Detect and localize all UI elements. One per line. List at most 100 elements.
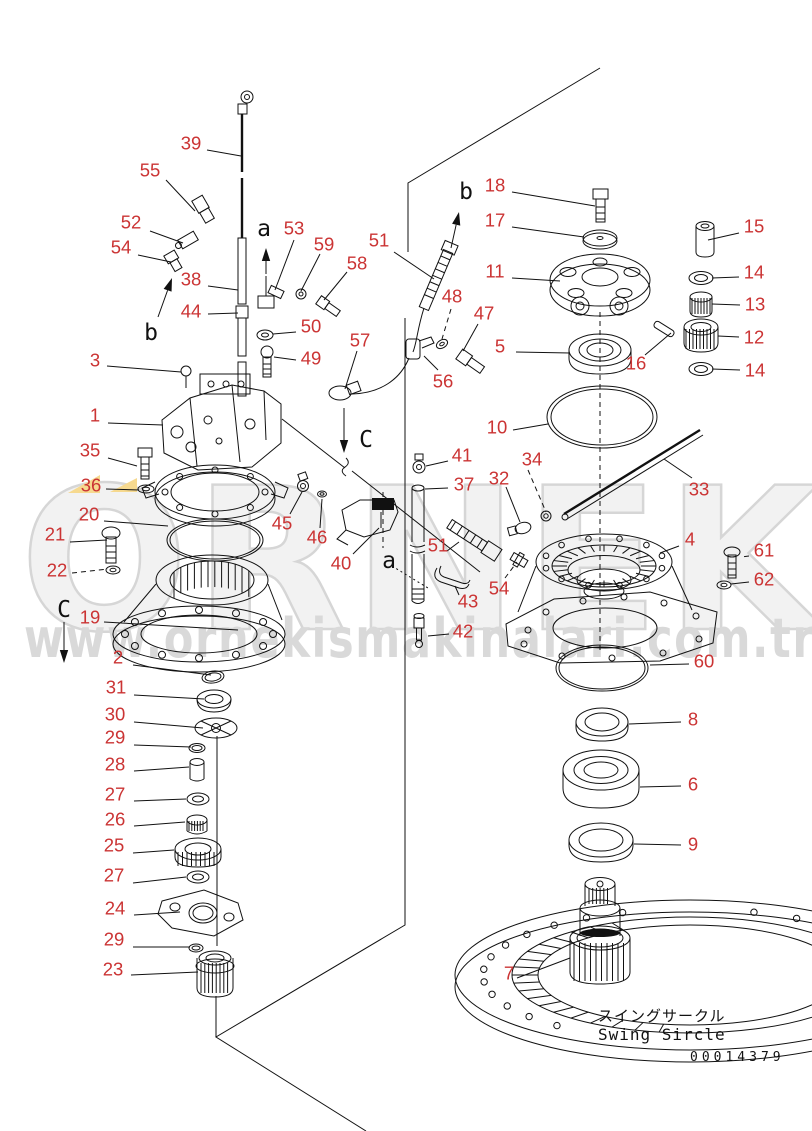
diagram-line [689,297,713,318]
callout-61: 61 [754,540,775,561]
callout-44: 44 [181,301,202,322]
diagram-line [170,472,260,512]
diagram-line [169,902,181,912]
bolt-hole [269,630,277,638]
diagram-line [281,418,346,469]
diagram-line [514,521,532,535]
diagram-line [424,255,451,299]
diagram-line [434,567,470,589]
diagram-line [412,453,426,474]
leader-lines [69,149,750,979]
swing-motor [101,365,289,575]
diagram-line [319,492,325,496]
bolt-hole [750,908,758,916]
hatch-line [567,550,579,557]
diagram-line [203,415,213,425]
diagram-line [405,336,435,360]
bolt-hole [520,640,528,648]
diagram-line [237,380,245,388]
callout-32: 32 [489,468,510,489]
leader-line-19 [103,621,239,631]
diagram-line [198,207,216,224]
diagram-line [174,849,222,868]
diagram-line [191,194,216,224]
callout-51: 51 [428,535,449,556]
diagram-line [573,756,629,784]
diagram-line [123,583,157,623]
bolt-hole [643,541,650,549]
diagram-line [199,373,251,395]
bolt-hole [558,652,566,660]
diagram-line [186,830,208,835]
leader-line-30 [133,721,204,729]
diagram-line [211,723,221,733]
diagram-line [186,870,210,884]
leader-line-53 [274,239,295,291]
diagram-line [351,470,481,573]
diagram-line [351,357,410,395]
callout-50: 50 [301,316,322,337]
callout-29: 29 [104,929,125,950]
leader-line-51 [446,541,460,552]
diagram-line [186,792,210,806]
leader-line-57 [344,350,358,390]
hatch-line [538,1001,562,1007]
diagram-line [454,911,812,1063]
diagram-line [200,720,232,736]
hatch-line [513,981,540,984]
diagram-line [439,341,445,347]
diagram-line [106,545,116,559]
view-marker-C-4: C [57,597,71,623]
diagram-line [690,322,712,332]
bolt-hole [525,1012,533,1021]
callout-41: 41 [452,445,473,466]
highlight-triangle-1 [110,478,137,492]
callout-56: 56 [433,371,454,392]
diagram-line [546,385,658,449]
bolt-hole [608,654,616,662]
view-arrow-head [59,650,69,663]
diagram-line [596,236,604,240]
diagram-line [194,717,238,739]
leader-line-48 [441,308,452,340]
diagram-line [411,488,425,542]
diagram-line [192,795,204,803]
diagram-line [615,288,633,298]
leader-line-14 [711,276,740,279]
bolt-hole [542,552,550,560]
callout-2: 2 [113,647,123,668]
callout-13: 13 [745,294,766,315]
diagram-line [411,484,425,492]
callout-58: 58 [347,253,368,274]
diagram-line [569,938,631,985]
diagram-line [137,447,153,458]
leader-line-44 [207,312,239,315]
diagram-line [727,554,737,579]
dipstick-and-pipe [235,90,254,397]
leader-line-5 [515,351,571,354]
callout-46: 46 [307,527,328,548]
diagram-line [728,562,736,576]
diagram-line [688,271,714,285]
callout-55: 55 [140,160,161,181]
leader-line-54 [137,254,172,263]
leader-line-35 [107,457,138,467]
diagram-line [328,385,352,401]
diagram-line [244,418,256,430]
caption-japanese: スイングサークル [598,1007,726,1025]
diagram-line [581,267,619,287]
bolt-hole [130,642,139,650]
diagram-line [623,267,641,277]
bolt-hole [232,609,240,618]
diagram-line [345,380,362,396]
leader-line-42 [427,633,450,637]
diagram-line [174,230,199,250]
leader-line-2 [132,664,212,676]
diagram-line [345,380,362,396]
diagram-line [578,828,624,852]
callout-8: 8 [688,709,698,730]
bolt-hole [792,914,801,923]
diagram-line [480,540,503,562]
diagram-line [174,242,182,249]
